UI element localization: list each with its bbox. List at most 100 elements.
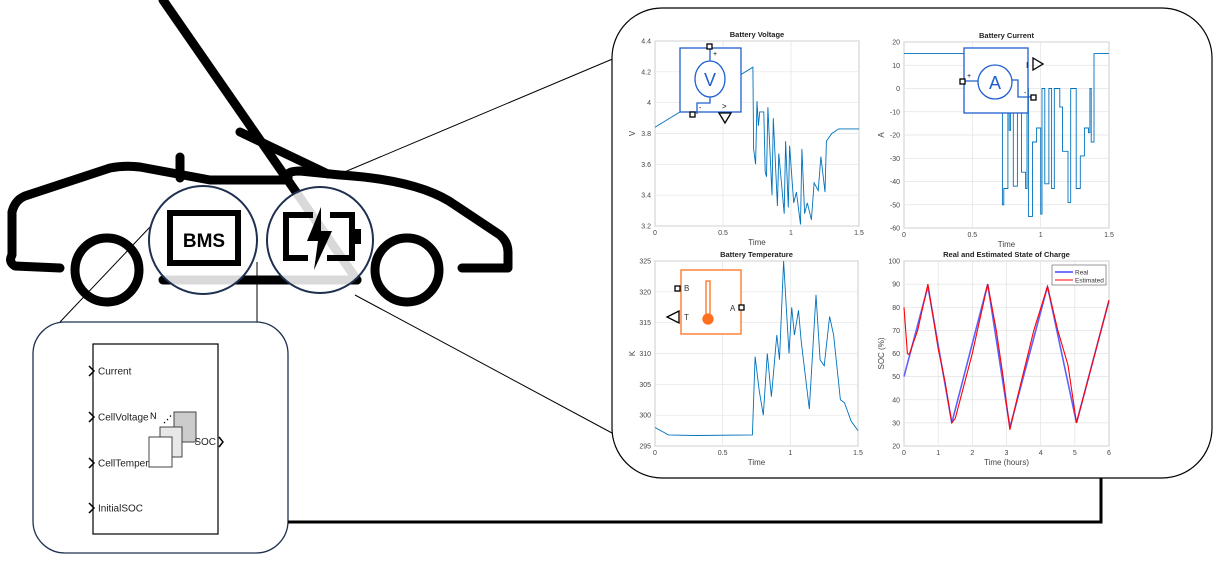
y-tick-label: -40	[890, 179, 900, 186]
y-tick-label: 80	[892, 305, 900, 312]
y-tick-label: 300	[639, 413, 651, 420]
x-tick-label: 0.5	[718, 230, 728, 237]
x-tick-label: 0.5	[967, 232, 977, 239]
bms-circle[interactable]: BMS	[148, 185, 258, 295]
voltmeter-out: >	[722, 102, 727, 111]
y-tick-label: 325	[639, 259, 651, 266]
car-outline-icon	[6, 0, 513, 307]
y-tick-label: -50	[890, 202, 900, 209]
stack-page-icon	[148, 436, 173, 468]
input-port-icon	[88, 365, 96, 377]
zoom-line-bms-left	[59, 226, 151, 323]
y-axis-label: A	[877, 132, 886, 138]
x-tick-label: 3	[1005, 450, 1009, 457]
y-tick-label: 3.4	[641, 193, 651, 200]
y-tick-label: 50	[892, 374, 900, 381]
soc-output-label: SOC	[194, 437, 216, 448]
x-tick-label: 1	[788, 450, 792, 457]
y-tick-label: 305	[639, 382, 651, 389]
thermo-port-a: A	[730, 304, 736, 313]
legend-label: Estimated	[1075, 278, 1104, 285]
series-line-0	[654, 260, 859, 436]
y-tick-label: 40	[892, 397, 900, 404]
y-tick-label: -10	[890, 109, 900, 116]
x-tick-label: 1.5	[854, 230, 864, 237]
chart-3: 0 1 2 3 4 5 6 20 30 40 50 60 70 80 90 100 Real and Estim…	[877, 250, 1111, 467]
y-tick-label: 315	[639, 320, 651, 327]
series-line-0	[654, 66, 859, 225]
x-tick-label: 0	[902, 232, 906, 239]
bms-label: BMS	[183, 231, 225, 252]
bms-icon	[167, 210, 241, 266]
x-tick-label: 1.5	[1104, 232, 1114, 239]
zoom-line-battery-top	[334, 54, 623, 177]
battery-circle[interactable]	[266, 186, 374, 294]
output-port-icon	[218, 436, 224, 448]
chart-title: Battery Temperature	[720, 250, 793, 259]
ammeter-plus: +	[967, 73, 971, 80]
chart-title: Real and Estimated State of Charge	[943, 250, 1070, 259]
x-tick-label: 0	[902, 450, 906, 457]
y-tick-label: 4	[647, 100, 651, 107]
thermometer-inset: B T A	[665, 269, 745, 335]
input-port-icon	[88, 411, 96, 423]
y-tick-label: 30	[892, 420, 900, 427]
y-axis-label: K	[628, 350, 637, 356]
input-port-icon	[88, 457, 96, 469]
x-tick-label: 0	[653, 450, 657, 457]
voltmeter-plus: +	[713, 51, 717, 58]
y-tick-label: 320	[639, 289, 651, 296]
y-tick-label: 100	[888, 259, 900, 266]
input-port-label: CellTemper	[98, 459, 149, 470]
stack-dots: ⋰	[163, 414, 172, 424]
y-tick-label: 10	[892, 63, 900, 70]
y-tick-label: 4.2	[641, 69, 651, 76]
y-tick-label: 90	[892, 282, 900, 289]
y-tick-label: 20	[892, 40, 900, 47]
input-port-label: InitialSOC	[98, 504, 143, 515]
x-axis-label: Time	[998, 240, 1016, 249]
thermo-port-b: B	[684, 284, 689, 293]
x-tick-label: 2	[970, 450, 974, 457]
x-axis-label: Time	[748, 458, 766, 467]
x-tick-label: 5	[1073, 450, 1077, 457]
voltmeter-minus: -	[699, 105, 702, 112]
y-tick-label: 3.2	[641, 224, 651, 231]
y-tick-label: 70	[892, 328, 900, 335]
zoom-line-battery-bottom	[354, 294, 626, 441]
x-tick-label: 6	[1107, 450, 1111, 457]
y-tick-label: -20	[890, 133, 900, 140]
voltmeter-symbol: V	[704, 70, 716, 90]
y-tick-label: 20	[892, 444, 900, 451]
x-tick-label: 1	[1039, 232, 1043, 239]
input-port-icon	[88, 502, 96, 514]
input-port-label: Current	[98, 367, 132, 378]
thermo-port-t: T	[684, 313, 689, 322]
y-tick-label: -30	[890, 156, 900, 163]
ammeter-out: I	[1026, 61, 1028, 70]
stack-count-label: N	[150, 411, 157, 421]
x-tick-label: 1	[936, 450, 940, 457]
x-tick-label: 4	[1039, 450, 1043, 457]
x-axis-label: Time (hours)	[984, 458, 1029, 467]
battery-charging-icon	[283, 207, 361, 270]
y-tick-label: 0	[896, 86, 900, 93]
y-tick-label: 295	[639, 444, 651, 451]
y-tick-label: 3.8	[641, 131, 651, 138]
x-tick-label: 1.5	[853, 450, 863, 457]
y-tick-label: -60	[890, 226, 900, 233]
y-tick-label: 3.6	[641, 162, 651, 169]
series-line-Estimated	[903, 283, 1110, 430]
chart-title: Battery Voltage	[730, 30, 784, 39]
y-axis-label: SOC (%)	[877, 337, 886, 369]
voltmeter-inset: V + - >	[679, 43, 742, 125]
x-tick-label: 0.5	[718, 450, 728, 457]
y-tick-label: 60	[892, 351, 900, 358]
x-tick-label: 1	[789, 230, 793, 237]
